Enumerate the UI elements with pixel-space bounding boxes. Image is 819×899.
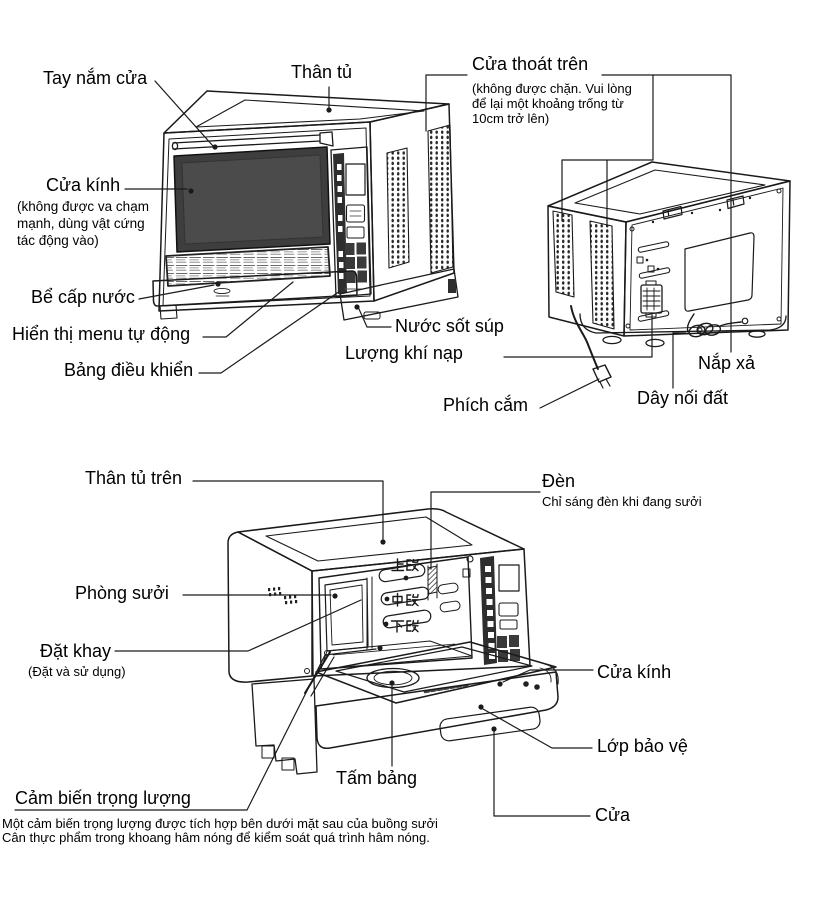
leader-lines-bottom	[14, 480, 594, 817]
shelf-middle-label	[392, 592, 419, 607]
leader-soup-sauce	[358, 308, 392, 328]
leader-upper-cabinet	[192, 480, 384, 540]
front-top-inset	[195, 99, 425, 128]
tray-plate-art	[335, 646, 533, 693]
plug-art	[592, 364, 612, 383]
leader-weight-sensor	[14, 648, 377, 811]
control-panel-art	[330, 146, 372, 298]
label-upper-cabinet: Thân tủ trên	[85, 468, 183, 488]
rear-top-inset	[574, 169, 766, 215]
leader-protective-layer	[482, 708, 593, 749]
label-heating-chamber: Phòng sưởi	[75, 583, 169, 603]
label-tray-plate: Tấm bảng	[336, 768, 418, 788]
open-top-inset	[265, 516, 473, 562]
note-top-vent: (không được chặn. Vui lòng để lại một kh…	[472, 81, 632, 126]
label-water-tank: Bể cấp nước	[31, 287, 135, 307]
front-view-art	[152, 90, 459, 321]
leader-water-tank	[138, 284, 215, 300]
open-left-side	[227, 531, 313, 683]
shelf-rail-upper	[378, 563, 426, 583]
leader-door-handle	[154, 80, 214, 147]
note-weight-sensor: Một cảm biến trọng lượng được tích hợp b…	[2, 816, 438, 845]
rear-vent-b	[589, 220, 615, 330]
water-tank-art	[152, 270, 358, 307]
leader-power-plug	[539, 378, 600, 409]
air-intake-connector-art	[640, 280, 663, 318]
front-base-art	[159, 268, 459, 321]
door-front-face	[315, 671, 559, 750]
rear-panel-inset	[629, 187, 784, 331]
label-top-vent: Cửa thoát trên	[472, 54, 589, 74]
rear-view-art	[547, 161, 791, 389]
rear-recess	[684, 232, 755, 312]
label-auto-menu-display: Hiển thị menu tự động	[12, 324, 191, 344]
rear-small-parts	[636, 256, 660, 273]
leader-lines-top	[124, 74, 732, 409]
leader-glass-door-bottom	[502, 669, 594, 683]
label-soup-sauce: Nước sốt súp	[395, 316, 504, 336]
leader-top-vent	[425, 74, 732, 353]
shelf-upper-label	[391, 558, 419, 572]
label-power-plug: Phích cắm	[443, 395, 529, 415]
note-tray-position: (Đặt và sử dụng)	[28, 664, 126, 679]
label-cabinet-body: Thân tủ	[291, 62, 353, 82]
label-drain-cap: Nắp xả	[698, 353, 756, 373]
side-vent-a	[386, 147, 410, 269]
top-vent-brackets	[662, 195, 745, 220]
label-tray-position: Đặt khay	[40, 641, 112, 661]
open-door-art	[304, 641, 559, 750]
dot-shelf-lower	[383, 621, 389, 627]
door-handle-art	[171, 131, 334, 151]
front-face	[158, 121, 375, 312]
label-air-intake: Lượng khí nạp	[345, 343, 463, 363]
auto-menu-strip-art	[165, 246, 331, 287]
note-lamp: Chỉ sáng đèn khi đang sưởi	[542, 494, 702, 509]
shelf-rail-middle	[380, 586, 430, 606]
leader-auto-menu	[202, 281, 294, 338]
cavity-floor	[320, 640, 473, 670]
leader-door	[493, 731, 591, 817]
rear-screws	[625, 188, 782, 333]
cavity-opening	[318, 556, 473, 670]
heating-chamber-art	[320, 563, 473, 670]
rear-vent-a	[552, 210, 575, 298]
lamp-art	[427, 565, 438, 595]
leader-ground-wire	[672, 332, 687, 389]
label-protective-layer: Lớp bảo vệ	[597, 736, 688, 756]
dot-shelf-middle	[384, 596, 390, 602]
door-recess	[439, 706, 541, 742]
label-door: Cửa	[595, 805, 631, 825]
rear-panel	[623, 180, 791, 337]
open-view-art	[227, 508, 559, 775]
label-glass-door: Cửa kính	[46, 175, 121, 195]
note-glass-door: (không được va chạm mạnh, dùng vật cứng …	[17, 199, 149, 248]
shelf-lower-label	[390, 619, 419, 633]
door-outline	[162, 127, 371, 307]
label-ground-wire: Dây nối đất	[637, 388, 729, 408]
label-lamp: Đèn	[542, 471, 576, 491]
power-cord-art	[570, 305, 612, 389]
leader-lamp	[430, 491, 541, 570]
side-vent-b	[427, 124, 454, 274]
label-control-panel: Bảng điều khiển	[64, 360, 194, 380]
leader-air-intake	[503, 314, 653, 358]
open-top-face	[237, 508, 525, 572]
label-weight-sensor: Cảm biến trọng lượng	[15, 788, 191, 808]
dot-shelf-upper	[403, 575, 409, 581]
leader-tray-position	[114, 599, 362, 652]
glass-inner	[181, 154, 324, 245]
leader-control-panel	[198, 290, 341, 374]
tray-circle	[366, 667, 420, 689]
label-glass-door-bottom: Cửa kính	[597, 662, 672, 682]
open-base-art	[251, 678, 318, 775]
label-door-handle: Tay nắm cửa	[43, 68, 148, 88]
rear-base-art	[579, 313, 787, 348]
